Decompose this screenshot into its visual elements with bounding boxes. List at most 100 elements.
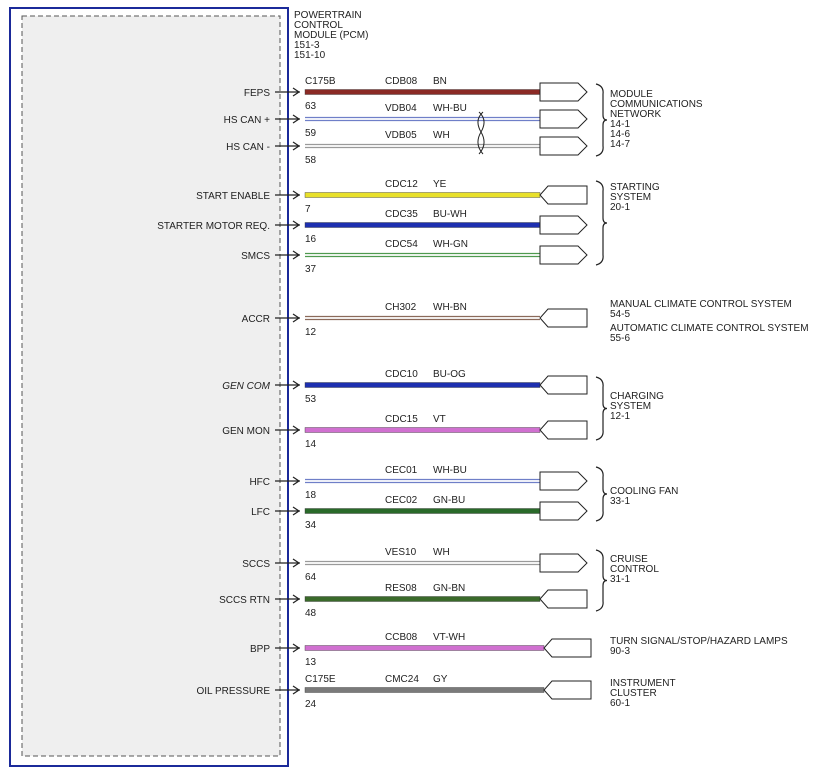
wire (304, 645, 545, 651)
destination-label: SYSTEM (610, 192, 651, 203)
wire-color-label: VT (433, 414, 446, 425)
wire-color-label: WH-BU (433, 465, 467, 476)
pin-number: 58 (305, 155, 317, 166)
circuit-label: CEC02 (385, 495, 418, 506)
connector-female-icon (539, 308, 588, 328)
connector-female-icon (539, 589, 588, 609)
wire-color-label: BN (433, 76, 447, 87)
pin-number: 18 (305, 490, 317, 501)
pcm-title-line: MODULE (PCM) (294, 30, 368, 41)
signal-label: STARTER MOTOR REQ. (157, 221, 270, 232)
wire (304, 687, 545, 693)
pin-arrow (275, 685, 301, 695)
pin-arrow (275, 250, 301, 260)
destination-label: 55-6 (610, 333, 630, 344)
destination-label: CHARGING (610, 391, 664, 402)
bracket-icon (595, 466, 608, 522)
pin-arrow (275, 643, 301, 653)
pcm-title-line: 151-3 (294, 40, 320, 51)
pin-arrow (275, 220, 301, 230)
pin-number: 13 (305, 657, 317, 668)
circuit-label: VES10 (385, 547, 417, 558)
pin-arrow (275, 476, 301, 486)
destination-label: 20-1 (610, 202, 630, 213)
connector-male-icon (539, 215, 588, 235)
signal-label: HS CAN - (226, 142, 270, 153)
pin-arrow (275, 141, 301, 151)
circuit-label: CH302 (385, 302, 417, 313)
destination-label: COMMUNICATIONS (610, 99, 703, 110)
connector-label: C175E (305, 674, 336, 685)
signal-label: GEN MON (222, 426, 270, 437)
pin-number: 7 (305, 204, 311, 215)
pcm-title-line: CONTROL (294, 20, 343, 31)
circuit-row: STARTER MOTOR REQ. CDC35 BU-WH 16 (157, 209, 588, 245)
destination-group: MANUAL CLIMATE CONTROL SYSTEM54-5AUTOMAT… (610, 299, 809, 344)
destination-label: STARTING (610, 182, 660, 193)
signal-label: SMCS (241, 251, 270, 262)
connector-male-icon (539, 82, 588, 102)
destination-label: AUTOMATIC CLIMATE CONTROL SYSTEM (610, 323, 809, 334)
bracket-icon (595, 180, 608, 266)
pin-arrow (275, 190, 301, 200)
destination-label: MANUAL CLIMATE CONTROL SYSTEM (610, 299, 792, 310)
destination-label: COOLING FAN (610, 486, 678, 497)
destination-label: 33-1 (610, 496, 630, 507)
connector-female-icon (539, 375, 588, 395)
pin-arrow (275, 425, 301, 435)
signal-label: HS CAN + (224, 115, 271, 126)
destination-label: CRUISE (610, 554, 648, 565)
circuit-label: CEC01 (385, 465, 418, 476)
wire-color-label: BU-WH (433, 209, 467, 220)
destination-label: 12-1 (610, 411, 630, 422)
wire-color-label: WH-GN (433, 239, 468, 250)
wire (304, 192, 541, 198)
wire-color-label: WH-BN (433, 302, 467, 313)
circuit-label: CDB08 (385, 76, 418, 87)
circuit-row: HFC CEC01 WH-BU 18 (249, 465, 588, 501)
connector-male-icon (539, 136, 588, 156)
destination-label: 90-3 (610, 646, 630, 657)
destination-label: CLUSTER (610, 688, 657, 699)
signal-label: ACCR (242, 314, 270, 325)
circuit-label: VDB05 (385, 130, 417, 141)
signal-label: FEPS (244, 88, 270, 99)
pin-arrow (275, 558, 301, 568)
connector-male-icon (539, 501, 588, 521)
pin-number: 12 (305, 327, 317, 338)
pin-number: 16 (305, 234, 317, 245)
connector-male-icon (539, 471, 588, 491)
pin-arrow (275, 313, 301, 323)
pin-number: 53 (305, 394, 317, 405)
wire (304, 222, 541, 228)
circuit-label: CDC12 (385, 179, 418, 190)
pin-number: 37 (305, 264, 317, 275)
circuit-label: CDC35 (385, 209, 418, 220)
pin-arrow (275, 380, 301, 390)
pin-arrow (275, 114, 301, 124)
signal-label: START ENABLE (196, 191, 270, 202)
destination-label: 60-1 (610, 698, 630, 709)
pin-number: 63 (305, 101, 317, 112)
pin-number: 59 (305, 128, 317, 139)
connector-male-icon (539, 245, 588, 265)
signal-label: HFC (249, 477, 270, 488)
